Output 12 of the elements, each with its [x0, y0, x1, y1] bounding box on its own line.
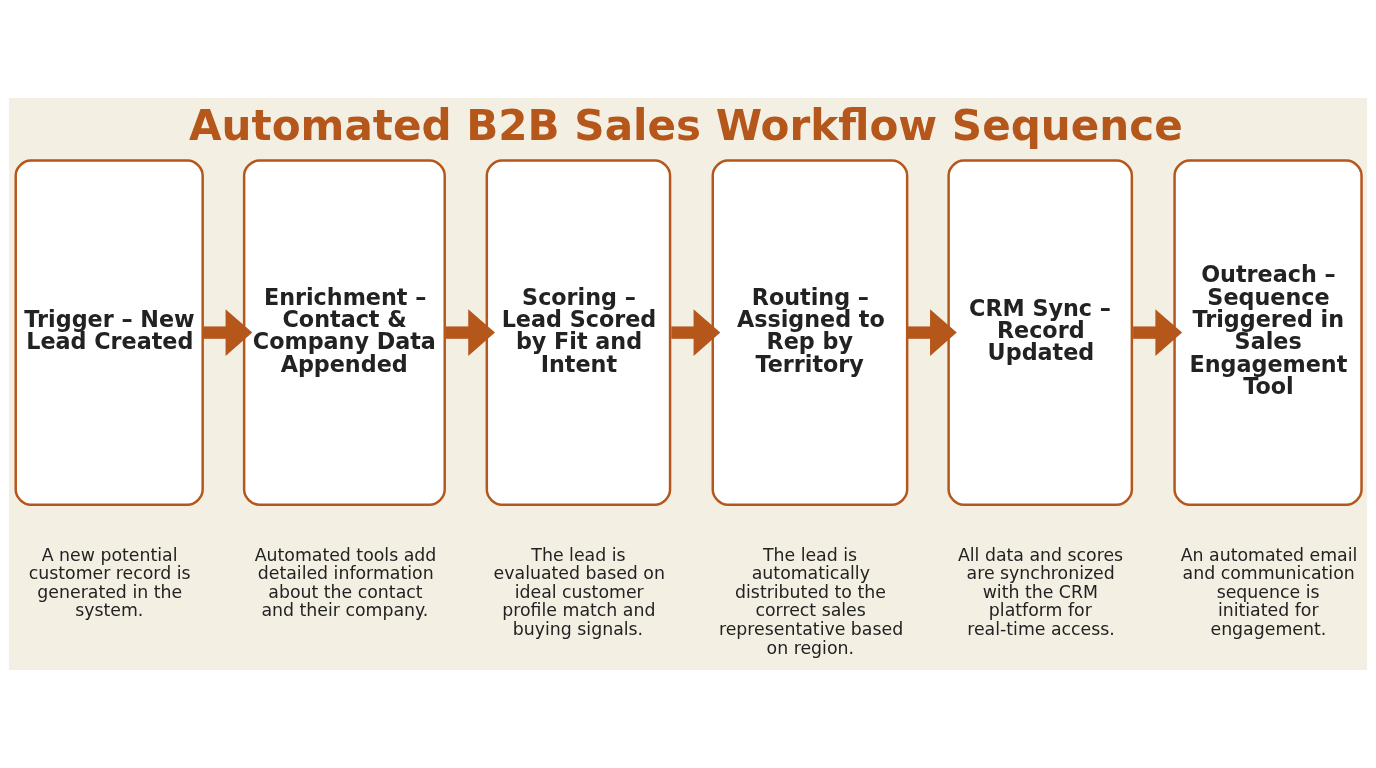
node-label: A new potential customer record is generated in the system.	[28, 544, 191, 621]
node-label: The lead is automatically distributed to the correct sales representative based on region.	[718, 544, 904, 658]
node-label: An automated email and communication sequence is initiated for engagement.	[1180, 544, 1358, 639]
node-label: The lead is evaluated based on ideal customer profile match and buying signals.	[493, 544, 665, 639]
arrow	[671, 309, 721, 356]
arrow	[203, 309, 253, 356]
node-label: Automated tools add detailed information about the contact and their company.	[254, 544, 437, 621]
arrow	[907, 309, 957, 356]
arrow	[445, 309, 495, 356]
diagram-title: Automated B2B Sales Workflow Sequence	[189, 101, 1183, 151]
arrow	[1133, 309, 1183, 356]
node-label: All data and scores are synchronized with the CRM platform for real-time access.	[957, 544, 1124, 639]
